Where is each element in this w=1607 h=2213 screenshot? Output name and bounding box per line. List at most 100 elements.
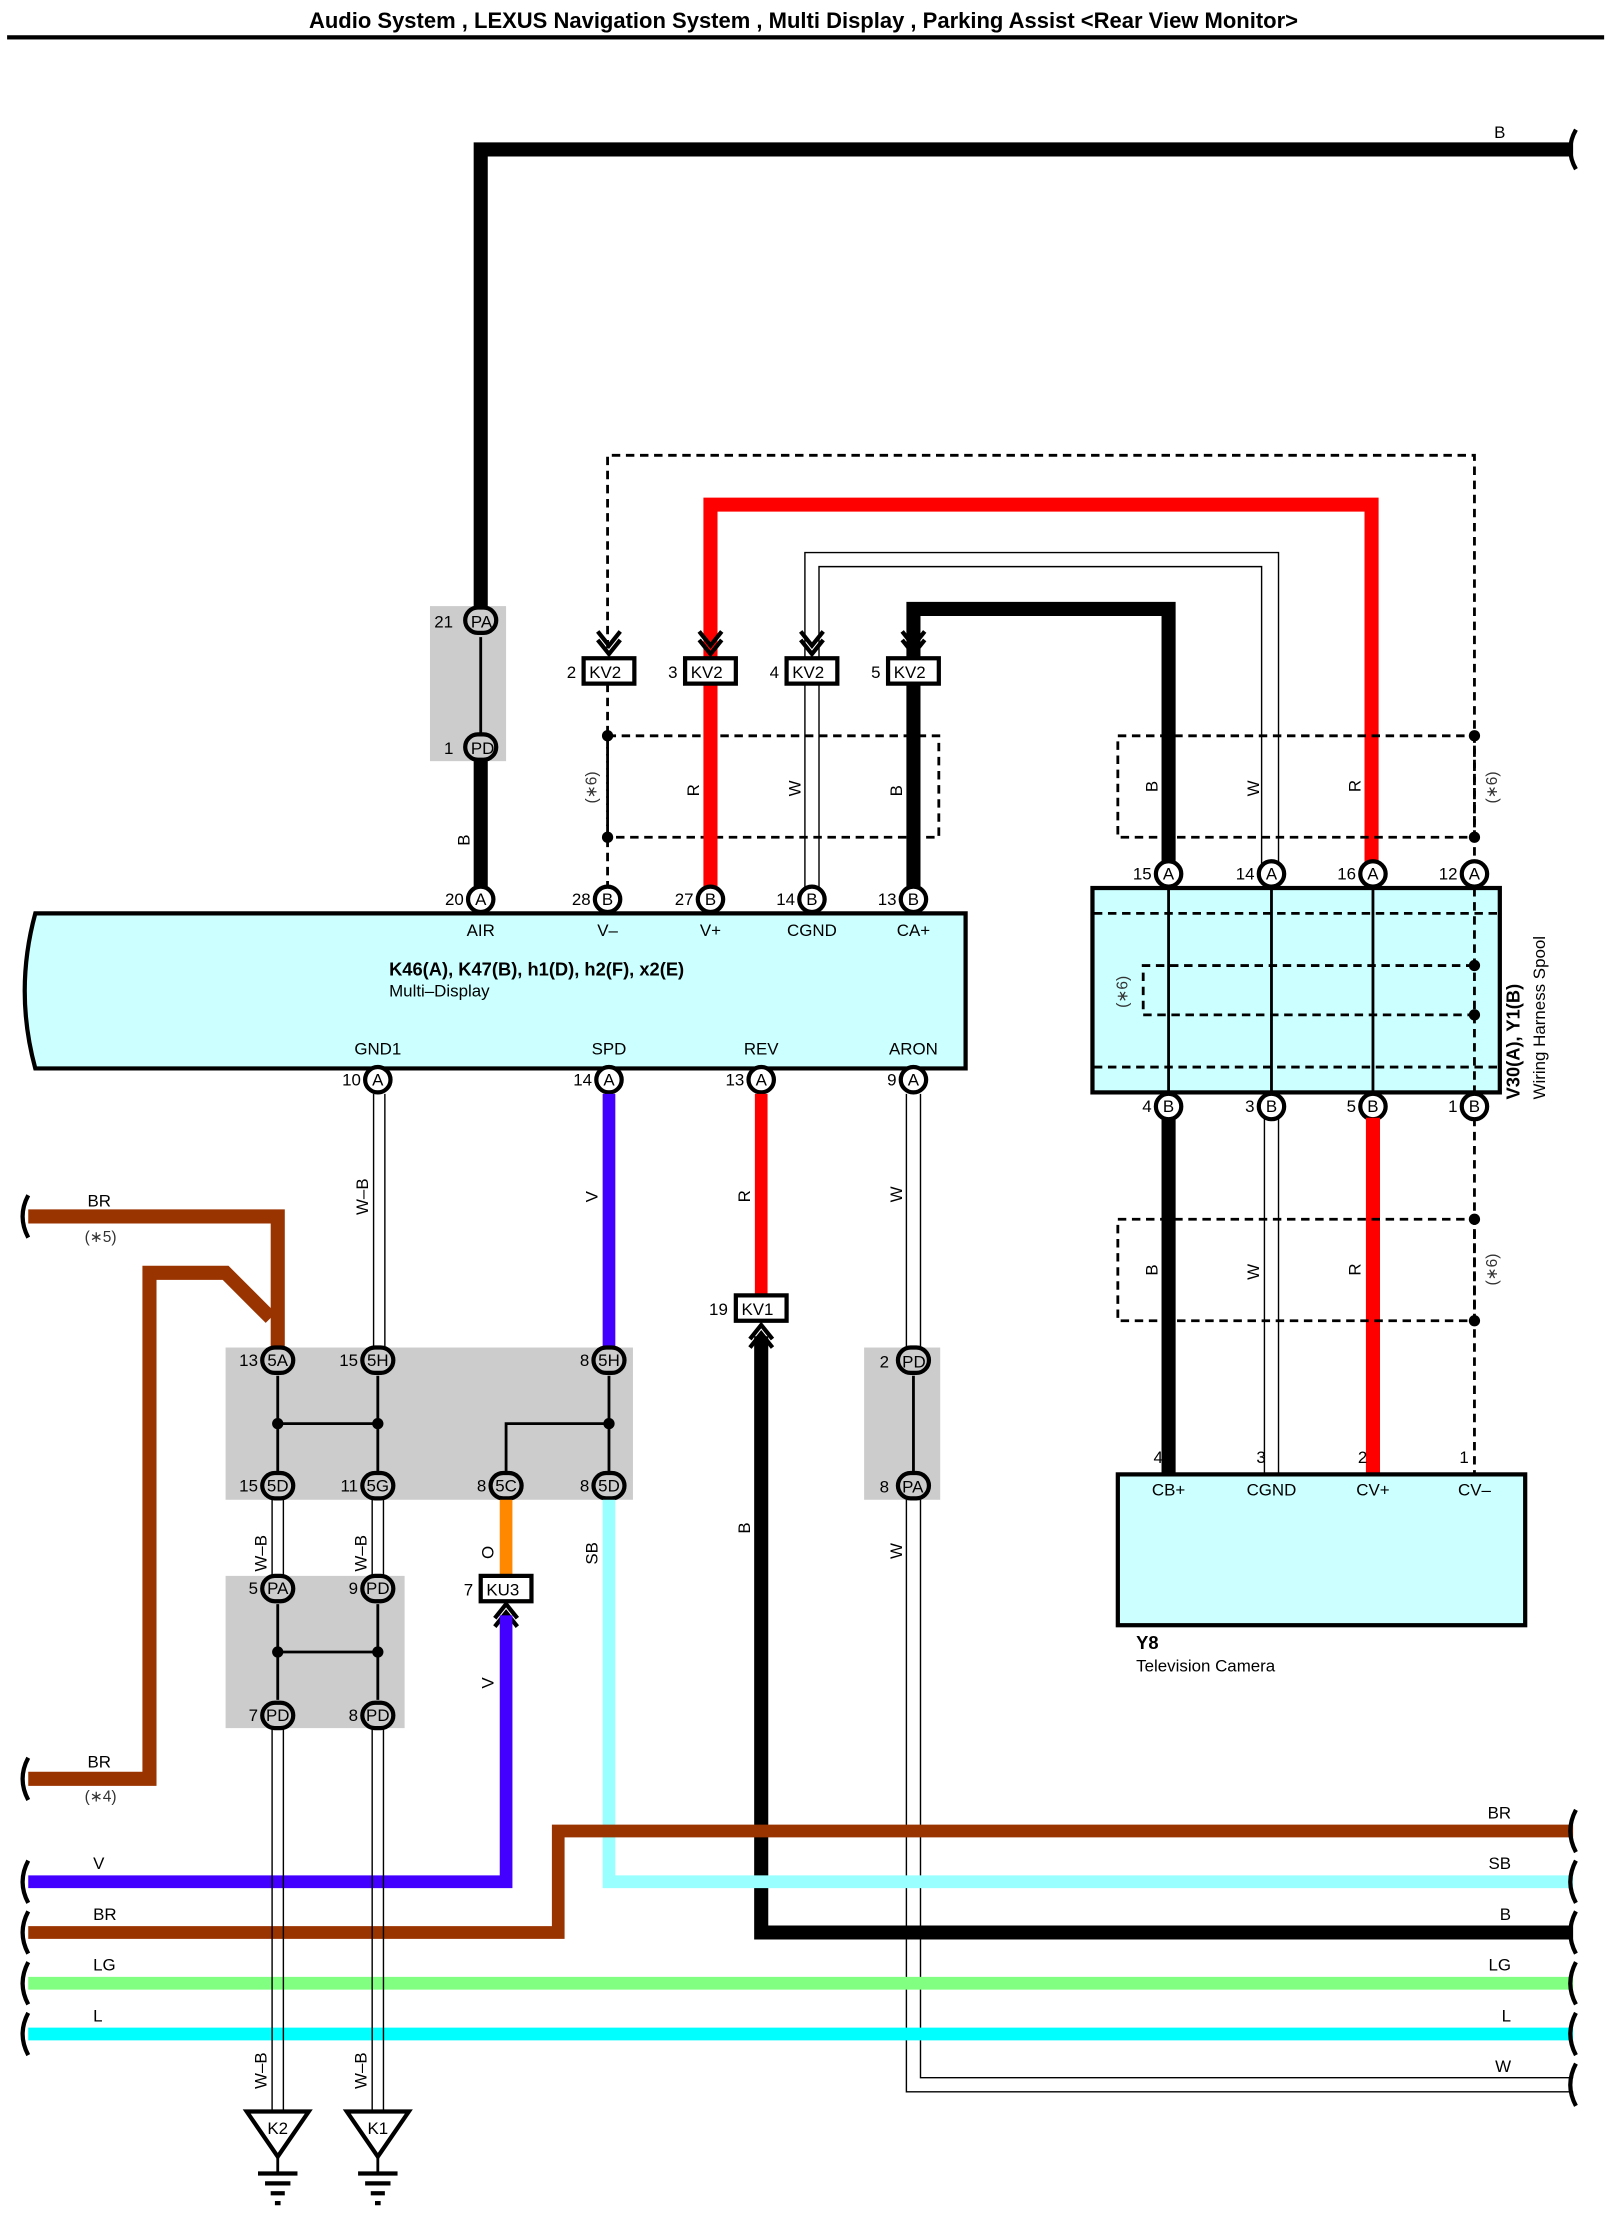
svg-text:5D: 5D: [267, 1476, 289, 1495]
pin-connector: A: [372, 1070, 384, 1089]
bus-label: B: [1500, 1905, 1511, 1924]
pin-number: 5: [1347, 1097, 1356, 1116]
svg-text:PA: PA: [471, 612, 493, 631]
title-underline: [7, 35, 1605, 40]
svg-text:5D: 5D: [598, 1476, 620, 1495]
svg-text:KV2: KV2: [589, 663, 621, 682]
pin-label: V+: [700, 921, 721, 940]
pin-connector: A: [908, 1070, 920, 1089]
pin-connector: A: [1367, 865, 1379, 884]
svg-text:5C: 5C: [495, 1476, 517, 1495]
wire-label: B: [1494, 123, 1505, 142]
camera-pin: 2CV+: [1356, 1448, 1389, 1499]
pin-number: 1: [1448, 1097, 1457, 1116]
wire-label: W–B: [251, 2052, 270, 2089]
bus-label: W: [1495, 2057, 1511, 2076]
camera-box: [1115, 1472, 1528, 1628]
pin-connector: A: [756, 1070, 768, 1089]
wire-label: O: [478, 1546, 497, 1559]
junction-connector: PD7: [249, 1700, 296, 1731]
pin-connector: B: [1163, 1097, 1174, 1116]
wire-label: W: [1244, 780, 1263, 796]
wire-label: R: [1345, 780, 1364, 792]
wire-label: W–B: [353, 1178, 372, 1215]
svg-text:PD: PD: [902, 1352, 926, 1371]
wire-label: R: [735, 1190, 754, 1202]
pin-connector: A: [475, 890, 487, 909]
connector-pd2: PD2: [880, 1345, 932, 1376]
pin-number: 28: [572, 890, 591, 909]
svg-text:KV2: KV2: [894, 663, 926, 682]
md-pin-bottom: A 10 GND1: [342, 1039, 401, 1095]
svg-text:5A: 5A: [267, 1351, 288, 1370]
page-title: Audio System , LEXUS Navigation System ,…: [308, 8, 1299, 33]
svg-text:CV+: CV+: [1356, 1481, 1389, 1500]
junction-connector: PD 8: [349, 1700, 396, 1731]
wire-label: W: [887, 1186, 906, 1202]
svg-text:3: 3: [1256, 1448, 1265, 1467]
wire-break-icon: [1568, 1910, 1578, 1955]
pin-number: 10: [342, 1070, 361, 1089]
pin-number: 14: [573, 1070, 592, 1089]
harness-spool-box: [1090, 885, 1502, 1095]
bus-label: L: [93, 2006, 102, 2025]
shield-box: [1116, 1217, 1476, 1323]
svg-text:5G: 5G: [367, 1476, 390, 1495]
svg-text:19: 19: [709, 1300, 728, 1319]
svg-text:8: 8: [349, 1706, 358, 1725]
bus-label: L: [1502, 2006, 1511, 2025]
svg-text:2: 2: [1358, 1448, 1367, 1467]
svg-text:PA: PA: [267, 1579, 289, 1598]
pin-number: 20: [445, 890, 464, 909]
wire-label: B: [1142, 781, 1161, 792]
spool-pin-bottom: B1: [1448, 1091, 1490, 1122]
wire-break-icon: [1568, 2011, 1578, 2057]
connector-pd1: PD 1: [444, 732, 499, 762]
pin-number: 14: [776, 890, 795, 909]
pin-connector: B: [1266, 1097, 1277, 1116]
svg-text:PD: PD: [366, 1706, 390, 1725]
bus-label: LG: [93, 1956, 116, 1975]
wire-label: R: [684, 784, 703, 796]
multi-display-box: [22, 911, 968, 1071]
pin-connector: B: [1469, 1097, 1480, 1116]
pin-label: GND1: [354, 1039, 401, 1058]
wire-label: R: [1345, 1263, 1364, 1275]
junction-connector: PA5: [249, 1573, 296, 1604]
svg-text:KU3: KU3: [486, 1581, 519, 1600]
wire-break-icon: [20, 2011, 31, 2057]
shield-note: (∗6): [1115, 976, 1132, 1008]
svg-text:2: 2: [567, 663, 576, 682]
wire-br5: [28, 1209, 285, 1348]
junction-connector: 5H8: [580, 1345, 627, 1376]
shield-note: (∗6): [1484, 1254, 1501, 1286]
wire-br4: [28, 1265, 276, 1786]
svg-text:13: 13: [239, 1351, 258, 1370]
pin-label: CA+: [897, 921, 930, 940]
pin-number: 15: [1133, 865, 1152, 884]
wire-break-icon: [1568, 2062, 1578, 2107]
pin-number: 9: [887, 1070, 896, 1089]
svg-text:15: 15: [339, 1351, 358, 1370]
pin-label: REV: [744, 1039, 779, 1058]
pin-label: ARON: [889, 1039, 938, 1058]
wire-note: (∗5): [85, 1229, 117, 1246]
svg-text:3: 3: [668, 663, 677, 682]
svg-text:PD: PD: [266, 1706, 290, 1725]
wire-break-icon: [20, 1756, 31, 1801]
shield-box: [1116, 734, 1476, 839]
junction-block: [429, 606, 507, 762]
spool-pin-top: A14: [1236, 859, 1287, 889]
spool-pin-bottom: B3: [1245, 1091, 1287, 1122]
